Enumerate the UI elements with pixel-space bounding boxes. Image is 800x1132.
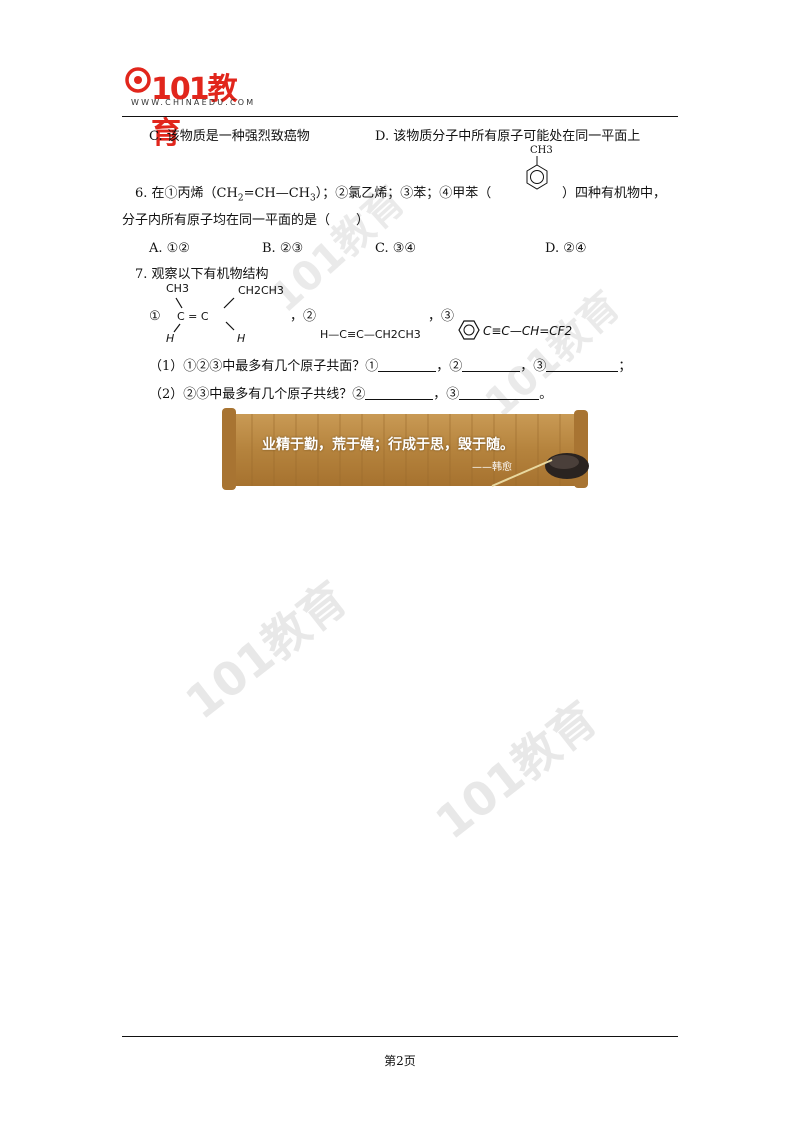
- footer-rule: [122, 1036, 678, 1037]
- header-logo: 101教育 WWW.CHINAEDU.COM: [125, 62, 256, 151]
- header-rule: [122, 116, 678, 117]
- banner-quote: 业精于勤，荒于嬉；行成于思，毁于随。: [262, 437, 514, 453]
- banner-author: ——韩愈: [472, 462, 512, 473]
- q6-option-a: A. ①②: [149, 241, 190, 256]
- q7-sub1: （1）①②③中最多有几个原子共面？①，②，③；: [149, 359, 632, 374]
- page-number: 第2页: [384, 1054, 416, 1068]
- s1-bonds-icon: [173, 297, 235, 333]
- logo-text: 101教育: [151, 72, 238, 151]
- benzene-ring-icon: [458, 320, 480, 340]
- s1-double-bond: C = C: [177, 310, 209, 323]
- s1-h1: H: [166, 332, 175, 345]
- quote-banner: 业精于勤，荒于嬉；行成于思，毁于随。 ——韩愈: [222, 408, 590, 490]
- s3-formula: C≡C—CH=CF2: [483, 324, 573, 338]
- q6-option-c: C. ③④: [375, 241, 417, 256]
- q7-structure-3-number: ，③: [428, 309, 455, 324]
- watermark: 101教育: [476, 283, 629, 427]
- watermark: 101教育: [175, 571, 357, 730]
- q6-option-d: D. ②④: [545, 241, 587, 256]
- q7-sub2: （2）②③中最多有几个原子共线？②，③。: [149, 387, 553, 402]
- option-d: D. 该物质分子中所有原子可能处在同一平面上: [375, 129, 641, 144]
- s1-h2: H: [237, 332, 246, 345]
- q7-stem: 7. 观察以下有机物结构: [135, 267, 269, 282]
- toluene-structure-icon: [526, 156, 548, 190]
- watermark: 101教育: [425, 691, 607, 850]
- q6-line1: 6. 在①丙烯（CH2=CH—CH3）；②氯乙烯；③苯；④甲苯（: [135, 186, 492, 204]
- scroll-banner-icon: [222, 408, 589, 490]
- q6-option-b: B. ②③: [262, 241, 304, 256]
- q6-line1-end: ）四种有机物中，: [562, 186, 667, 201]
- s2-formula: H—C≡C—CH2CH3: [320, 328, 421, 341]
- q7-structure-2-number: ，②: [290, 309, 317, 324]
- s1-ch2ch3: CH2CH3: [238, 284, 284, 297]
- s1-ch3: CH3: [166, 282, 189, 295]
- toluene-ch3-label: CH3: [530, 145, 553, 156]
- q7-structure-1-number: ①: [149, 309, 161, 324]
- logo-url: WWW.CHINAEDU.COM: [131, 98, 256, 107]
- q6-line2: 分子内所有原子均在同一平面的是（ ）: [122, 213, 370, 228]
- logo-target-icon: [125, 67, 151, 93]
- option-c: C. 该物质是一种强烈致癌物: [149, 129, 310, 144]
